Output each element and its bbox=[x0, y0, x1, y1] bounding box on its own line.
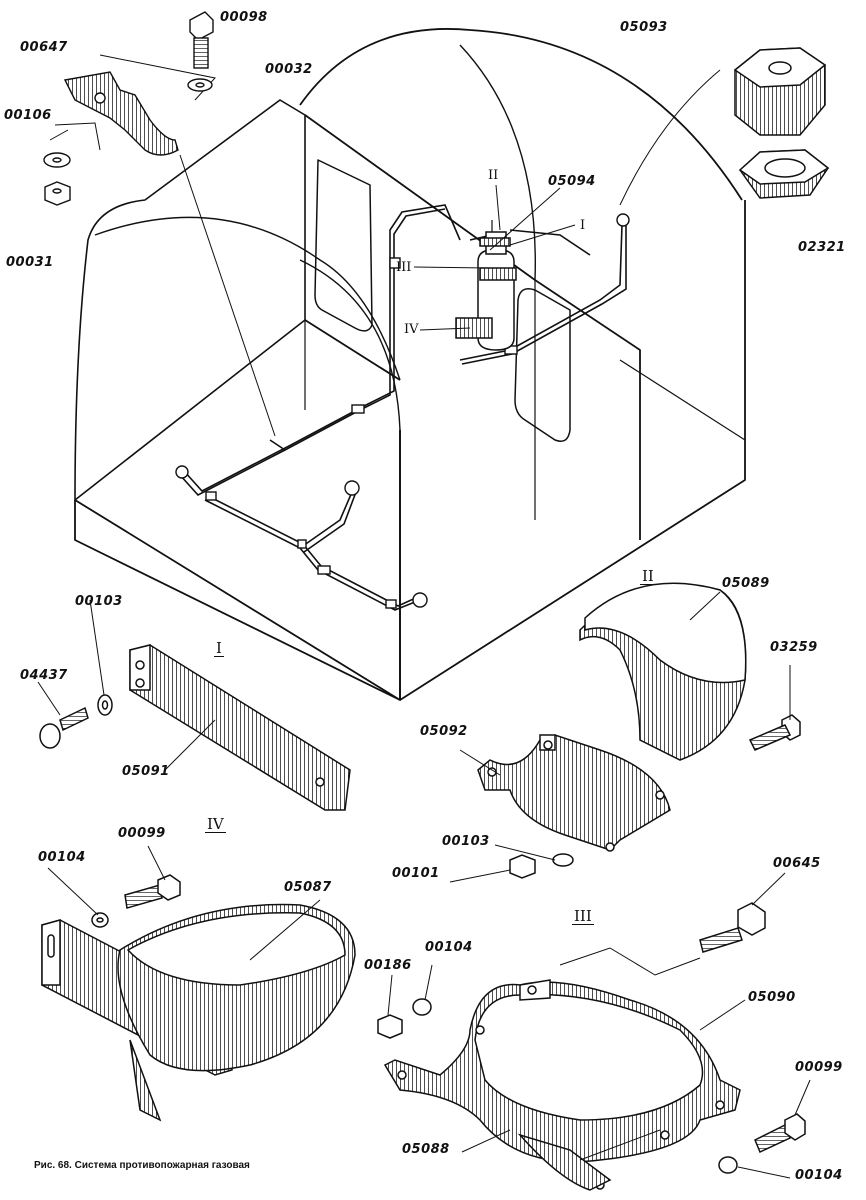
part-label-00099-detail-IV: 00099 bbox=[118, 826, 166, 841]
extinguisher-cylinder bbox=[455, 220, 517, 351]
part-label-00104-detail-IV: 00104 bbox=[38, 850, 86, 865]
detail-III-heading: III bbox=[572, 907, 594, 925]
figure-caption: Рис. 68. Система противопожарная газовая bbox=[34, 1160, 250, 1171]
part-label-00645: 00645 bbox=[773, 856, 821, 871]
detail-III-parts bbox=[377, 902, 806, 1191]
part-label-00186: 00186 bbox=[364, 958, 412, 973]
cabin-body bbox=[74, 28, 746, 701]
pipe-fittings bbox=[175, 213, 630, 609]
piping bbox=[179, 204, 627, 611]
part-label-00103-detail-II: 00103 bbox=[442, 834, 490, 849]
part-label-00104-detail-III-top: 00104 bbox=[425, 940, 473, 955]
part-label-00106: 00106 bbox=[4, 108, 52, 123]
part-label-05090: 05090 bbox=[748, 990, 796, 1005]
detail-I-heading: I bbox=[214, 639, 224, 657]
part-label-05094: 05094 bbox=[548, 174, 596, 189]
part-label-00101: 00101 bbox=[392, 866, 440, 881]
part-label-05091: 05091 bbox=[122, 764, 170, 779]
part-label-00098: 00098 bbox=[220, 10, 268, 25]
leader-lines bbox=[49, 54, 721, 437]
detail-II-parts bbox=[477, 582, 801, 879]
part-label-00031: 00031 bbox=[6, 255, 54, 270]
part-label-03259: 03259 bbox=[770, 640, 818, 655]
part-label-00099-detail-III: 00099 bbox=[795, 1060, 843, 1075]
view-marker-IV: IV bbox=[404, 322, 419, 337]
part-label-00032: 00032 bbox=[265, 62, 313, 77]
part-label-05088: 05088 bbox=[402, 1142, 450, 1157]
part-label-05087: 05087 bbox=[284, 880, 332, 895]
part-label-05089: 05089 bbox=[722, 576, 770, 591]
part-label-05093: 05093 bbox=[620, 20, 668, 35]
part-label-00103-detail-I: 00103 bbox=[75, 594, 123, 609]
view-marker-III: III bbox=[396, 260, 412, 275]
detail-I-parts bbox=[39, 644, 351, 811]
part-label-05092: 05092 bbox=[420, 724, 468, 739]
detail-leaders bbox=[37, 591, 811, 1179]
view-marker-I: I bbox=[580, 218, 586, 233]
part-label-00647: 00647 bbox=[20, 40, 68, 55]
part-label-02321: 02321 bbox=[798, 240, 846, 255]
detail-II-heading: II bbox=[640, 567, 656, 585]
detail-IV-parts bbox=[41, 874, 356, 1122]
detail-IV-heading: IV bbox=[205, 815, 226, 833]
view-marker-II: II bbox=[488, 168, 499, 183]
part-label-04437: 04437 bbox=[20, 668, 68, 683]
top-right-parts bbox=[733, 47, 830, 199]
part-label-00104-detail-III-bottom: 00104 bbox=[795, 1168, 843, 1183]
top-left-parts bbox=[43, 11, 214, 206]
